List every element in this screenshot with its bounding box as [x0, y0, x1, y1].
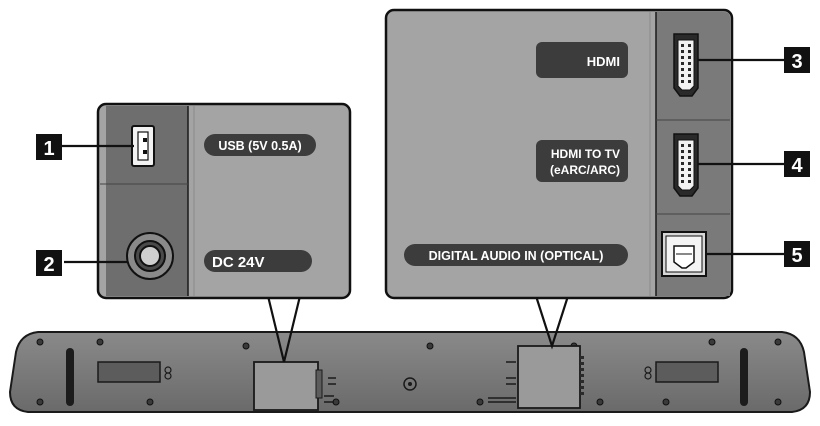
- callout-3-label: 3: [791, 51, 802, 73]
- callout-2-label: 2: [43, 254, 54, 276]
- right-connector-recess: [517, 345, 581, 409]
- right-zoom-panel: HDMI HDMI TO TV (eARC/ARC) DIGITAL AUDIO…: [384, 8, 734, 300]
- screw-holes: [36, 338, 782, 406]
- hdmi-label: HDMI: [587, 54, 620, 69]
- optical-label-pill: DIGITAL AUDIO IN (OPTICAL): [404, 244, 628, 266]
- wall-mount-marks: [164, 366, 652, 380]
- left-connector-recess: [253, 361, 319, 411]
- hdmi-tv-label-line2: (eARC/ARC): [550, 163, 620, 177]
- callout-leaders: [62, 58, 784, 264]
- zoom-pointers: [266, 295, 570, 363]
- optical-port-icon: [661, 231, 707, 277]
- hdmi-tv-label-line1: HDMI TO TV: [551, 147, 620, 161]
- dc-jack-icon: [126, 232, 174, 280]
- callout-4: 4: [784, 151, 810, 177]
- callout-1: 1: [36, 134, 62, 160]
- right-label-plate: [655, 361, 719, 383]
- left-zoom-panel: USB (5V 0.5A) DC 24V: [96, 102, 352, 300]
- dc-label: DC 24V: [212, 254, 265, 271]
- left-vent-slot: [66, 348, 74, 406]
- hdmi-tv-port-icon: [673, 133, 699, 197]
- callout-5: 5: [784, 241, 810, 267]
- soundbar-body: [8, 331, 812, 413]
- hdmi-tv-label-pill: HDMI TO TV (eARC/ARC): [536, 140, 628, 182]
- callout-3: 3: [784, 47, 810, 73]
- callout-1-label: 1: [43, 138, 54, 160]
- left-label-plate: [97, 361, 161, 383]
- hdmi-port-icon: [673, 33, 699, 97]
- hdmi-label-pill: HDMI: [536, 42, 628, 78]
- usb-port-icon: [131, 125, 155, 167]
- usb-label-pill: USB (5V 0.5A): [204, 134, 316, 156]
- optical-label: DIGITAL AUDIO IN (OPTICAL): [429, 249, 604, 263]
- hdmi-side-teeth: [580, 356, 584, 395]
- callout-2: 2: [36, 250, 62, 276]
- dc-label-pill: DC 24V: [204, 250, 312, 272]
- callout-4-label: 4: [791, 155, 803, 177]
- center-port: [403, 377, 417, 391]
- right-vent-slot: [740, 348, 748, 406]
- callout-5-label: 5: [791, 245, 802, 267]
- usb-label: USB (5V 0.5A): [218, 139, 301, 153]
